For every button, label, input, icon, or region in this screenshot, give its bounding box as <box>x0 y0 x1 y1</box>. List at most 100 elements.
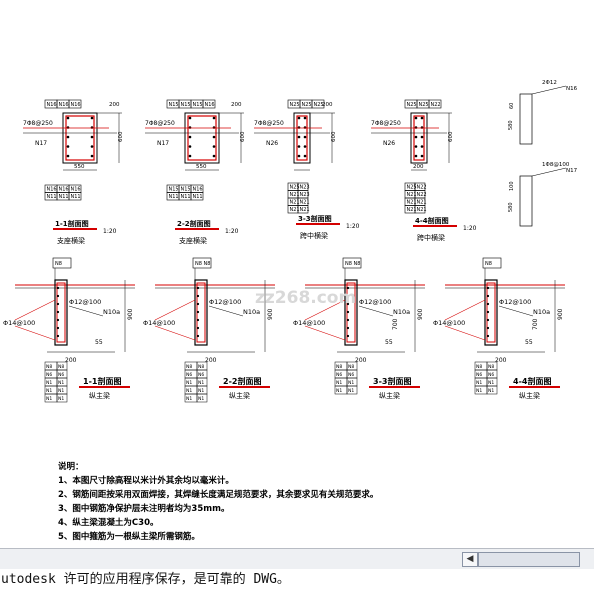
rebar-dot <box>486 310 490 314</box>
table-cell-text: N16 <box>71 187 81 193</box>
leader-line <box>444 325 486 341</box>
bar-label-1: Φ12@100 <box>499 298 531 306</box>
section-title: 4-4剖面图 <box>513 376 551 386</box>
stirrup-label: N17 <box>35 140 47 147</box>
rebar-dot <box>56 294 60 298</box>
stirrup-outline <box>296 115 308 161</box>
rebar-dot <box>420 116 424 120</box>
rebar-dot <box>196 302 200 306</box>
table-cell-text: N6 <box>476 372 482 378</box>
detail-label: 2Φ12 <box>542 80 557 86</box>
table-cell-text: N1 <box>46 388 52 394</box>
table-cell-text: N1 <box>58 380 64 386</box>
table-cell-text: N1 <box>488 380 494 386</box>
table-cell <box>346 385 358 395</box>
table-cell-text: N8 <box>336 364 342 370</box>
table-cell-text: N8 <box>476 364 482 370</box>
rebar-dot <box>188 116 192 120</box>
table-cell-text: N21 <box>290 200 300 206</box>
rebar-dot <box>346 310 350 314</box>
rebar-dot <box>196 334 200 338</box>
table-cell-text: N16 <box>71 102 81 108</box>
rebar-dot <box>188 154 192 158</box>
table-cell-text: N1 <box>186 380 192 386</box>
table-cell-text: N25 <box>302 102 312 108</box>
rebar-dot <box>66 154 70 158</box>
table-cell-text: N15 <box>181 187 191 193</box>
dim-label: 200 <box>231 102 242 108</box>
top-label-box <box>342 257 362 269</box>
rebar-dot <box>196 294 200 298</box>
rebar-dot <box>486 318 490 322</box>
table-cell-text: N22 <box>417 192 427 198</box>
table-cell <box>202 99 216 109</box>
rebar-dot <box>188 135 192 139</box>
table-cell-text: N1 <box>198 380 204 386</box>
table-cell-text: N15 <box>181 102 191 108</box>
table-cell-text: N8 <box>198 364 204 370</box>
bar-label-3: Φ14@100 <box>433 319 465 327</box>
note-line: 4、纵主梁混凝土为C30。 <box>58 518 159 528</box>
table-cell-text: N1 <box>348 380 354 386</box>
table-cell-text: N25 <box>407 185 417 191</box>
rebar-dot <box>420 154 424 158</box>
table-cell-text: N25 <box>290 185 300 191</box>
table-cell-text: N1 <box>488 388 494 394</box>
table-cell-text: N21 <box>407 207 417 213</box>
rebar-dot <box>297 116 301 120</box>
rebar-dot <box>188 126 192 129</box>
rebar-dot <box>297 126 301 129</box>
section-title: 1-1剖面图 <box>83 376 121 386</box>
top-label: N8 <box>55 261 62 267</box>
rebar-dot <box>212 135 216 139</box>
beam-outline <box>184 112 220 164</box>
web-stirrup <box>486 282 496 343</box>
web-outline <box>344 279 358 346</box>
stirrup-outline <box>413 115 425 161</box>
rebar-dot <box>486 286 490 290</box>
side-bar-label: 7Φ8@250 <box>145 120 175 127</box>
table-cell-text: N11 <box>193 194 203 200</box>
section-title: 3-3剖面图 <box>373 376 411 386</box>
scrollbar-thumb[interactable] <box>478 552 580 567</box>
table-cell-text: N11 <box>59 194 69 200</box>
rebar-dot <box>56 326 60 330</box>
dim-label: 900 <box>127 308 134 320</box>
stirrup-label: N26 <box>266 140 278 147</box>
stirrup-label: N17 <box>157 140 169 147</box>
table-cell-text: N8 <box>488 364 494 370</box>
section-title: 2-2剖面图 <box>177 219 211 228</box>
table-cell-text: N1 <box>348 388 354 394</box>
rebar-dot <box>303 135 307 139</box>
table-cell-text: N8 <box>46 364 52 370</box>
note-line: 2、钢筋间距按采用双面焊接，其焊缝长度满足规范要求，其余要求见有关规范要求。 <box>58 490 379 500</box>
beam-outline <box>293 112 311 164</box>
bar-label-3: Φ14@100 <box>143 319 175 327</box>
table-cell-text: N1 <box>58 388 64 394</box>
table-cell-text: N22 <box>417 185 427 191</box>
table-cell-text: N21 <box>290 207 300 213</box>
rebar-dot <box>346 318 350 322</box>
rebar-dot <box>196 310 200 314</box>
table-cell-text: N1 <box>186 388 192 394</box>
rebar-dot <box>90 145 94 148</box>
scroll-left-arrow-icon[interactable]: ◀ <box>462 552 478 567</box>
leader-line <box>531 167 567 177</box>
section-caption: 纵主梁 <box>519 391 540 400</box>
rebar-dot <box>346 294 350 298</box>
table-cell-text: N1 <box>336 388 342 394</box>
table-cell-text: N1 <box>46 396 52 402</box>
rebar-dot <box>346 302 350 306</box>
table-cell-text: N21 <box>407 200 417 206</box>
section-caption: 纵主梁 <box>89 391 110 400</box>
section-caption: 跨中横梁 <box>300 231 328 240</box>
table-cell-text: N15 <box>193 102 203 108</box>
section-caption: 纵主梁 <box>229 391 250 400</box>
bar-label-3: Φ14@100 <box>3 319 35 327</box>
